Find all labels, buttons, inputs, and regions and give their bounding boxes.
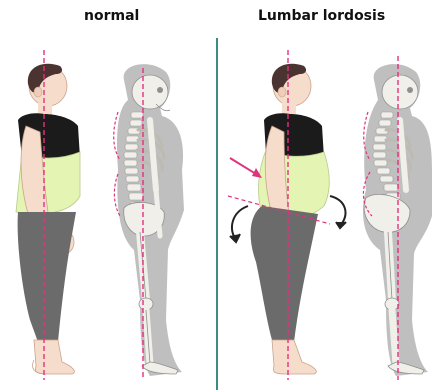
person-normal	[16, 50, 80, 380]
person-lordosis	[228, 50, 346, 380]
skeleton-lordosis	[363, 56, 432, 380]
pink-pointer-arrow-icon	[230, 158, 262, 178]
skeleton-normal	[114, 64, 184, 380]
